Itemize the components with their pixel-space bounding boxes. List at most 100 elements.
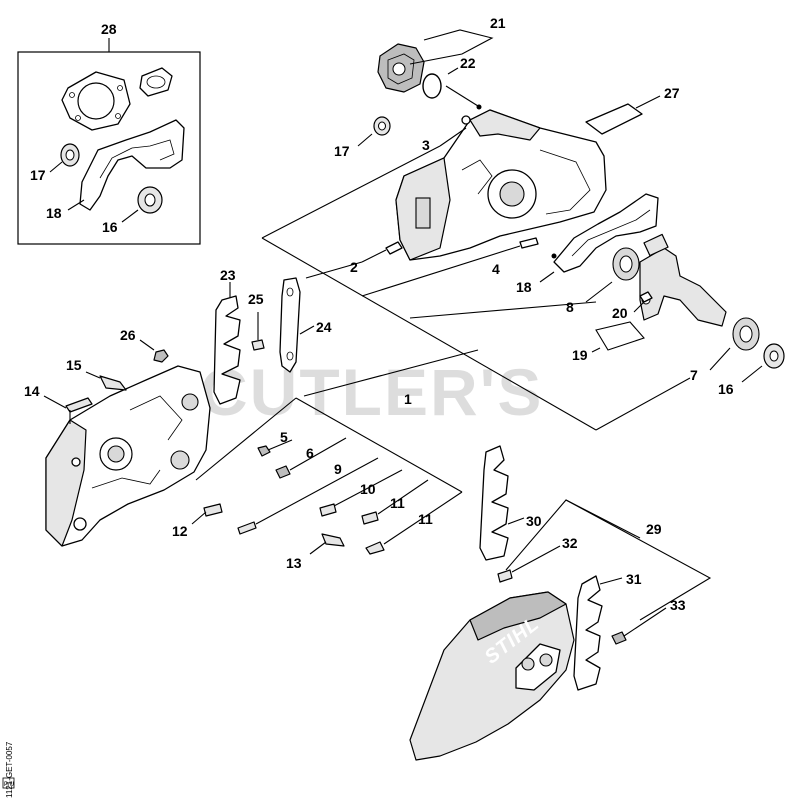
crankcase-1-rib bbox=[129, 395, 183, 441]
bearing-seat bbox=[499, 181, 525, 207]
crankcase-assembly: 18 bbox=[385, 109, 659, 295]
dowel-end bbox=[551, 253, 557, 259]
screw-11b bbox=[365, 541, 385, 555]
callout-4: 4 bbox=[492, 261, 500, 277]
screw-12 bbox=[203, 503, 223, 517]
gasket-inner bbox=[571, 209, 651, 257]
callout-21: 21 bbox=[490, 15, 506, 31]
leader-19-bracket bbox=[595, 321, 645, 351]
gasket-hole bbox=[115, 113, 121, 119]
leader-13 bbox=[309, 541, 327, 555]
callout-11a: 11 bbox=[390, 495, 405, 511]
leader-30 bbox=[507, 517, 525, 525]
pin-wire bbox=[445, 85, 479, 107]
callout-5: 5 bbox=[280, 429, 288, 445]
callout-32: 32 bbox=[562, 535, 578, 551]
bumper-spike-23 bbox=[213, 295, 241, 405]
crankshaft-19 bbox=[639, 247, 727, 327]
screw-11a bbox=[361, 511, 379, 525]
conrod-eye bbox=[643, 233, 669, 257]
callout-9: 9 bbox=[334, 461, 342, 477]
callout-24: 24 bbox=[316, 319, 332, 335]
leader-33 bbox=[623, 607, 667, 637]
leader-20 bbox=[633, 301, 645, 313]
crankcase-1-hole bbox=[71, 457, 81, 467]
callout-2: 2 bbox=[350, 259, 358, 275]
callout-12: 12 bbox=[172, 523, 188, 539]
cover-nut-seat bbox=[521, 657, 535, 671]
callout-30: 30 bbox=[526, 513, 542, 529]
drawing-code: 1121-GET-0057 bbox=[5, 741, 14, 798]
plate-hole bbox=[286, 351, 294, 361]
gasket-hole bbox=[117, 85, 123, 91]
leader-29 bbox=[565, 499, 641, 539]
leader-16-kit bbox=[121, 209, 139, 223]
screw-top bbox=[461, 115, 471, 125]
leader-3-line bbox=[261, 145, 441, 239]
oil-seal-17-bore bbox=[65, 149, 75, 161]
leader-6 bbox=[289, 437, 347, 471]
bearing-7-race bbox=[739, 325, 753, 343]
crankshaft-group: 19 20 8 7 16 bbox=[566, 233, 785, 397]
callout-17-kit: 17 bbox=[30, 167, 46, 183]
callout-13: 13 bbox=[286, 555, 302, 571]
muffler-gasket-port bbox=[146, 75, 166, 89]
leader-2 bbox=[361, 249, 387, 263]
crankcase-gasket-18-main bbox=[553, 193, 659, 273]
callout-10: 10 bbox=[360, 481, 376, 497]
screw-9 bbox=[237, 521, 257, 535]
fasteners-group: 5 6 9 10 11 11 12 13 bbox=[172, 397, 463, 571]
leader-8-line bbox=[409, 301, 597, 319]
leader-22 bbox=[447, 67, 459, 75]
callout-33: 33 bbox=[670, 597, 686, 613]
plate-hole bbox=[286, 287, 294, 297]
callout-15: 15 bbox=[66, 357, 82, 373]
pump-detail bbox=[387, 53, 415, 85]
leader-29-bracket bbox=[505, 499, 712, 621]
left-crankcase-assembly: 23 25 24 26 15 14 bbox=[24, 267, 332, 547]
leader-4-line bbox=[361, 245, 521, 297]
screw-15 bbox=[99, 375, 127, 391]
crankcase-1-hole bbox=[73, 517, 87, 531]
leader-18-kit bbox=[67, 199, 85, 211]
callout-18-kit: 18 bbox=[46, 205, 62, 221]
callout-3: 3 bbox=[422, 137, 430, 153]
dowel-4 bbox=[519, 237, 539, 249]
leader-bracket-diag bbox=[295, 397, 463, 493]
tensioner-14 bbox=[65, 397, 93, 413]
gasket-kit-group: 28 17 18 16 bbox=[17, 21, 201, 245]
leader-16-main bbox=[741, 365, 763, 383]
leader-10 bbox=[333, 469, 403, 507]
crankcase-1-boss bbox=[181, 393, 199, 411]
nut-33 bbox=[611, 631, 627, 645]
crankcase-1-rib bbox=[91, 469, 161, 489]
label-27 bbox=[585, 103, 643, 135]
crankcase-1-flange bbox=[45, 419, 87, 547]
leader-network-top: 3 2 4 1 bbox=[261, 127, 691, 431]
callout-11b: 11 bbox=[418, 511, 433, 527]
leader-31 bbox=[599, 577, 623, 585]
leader-main-right bbox=[595, 377, 691, 431]
screw-25 bbox=[251, 339, 265, 351]
leader-27 bbox=[635, 95, 661, 109]
upper-assembly: 21 22 27 17 bbox=[334, 15, 680, 159]
muffler-gasket bbox=[139, 67, 173, 97]
callout-26: 26 bbox=[120, 327, 136, 343]
leader-2-branch bbox=[305, 261, 363, 279]
callout-7: 7 bbox=[690, 367, 698, 383]
pin-end bbox=[476, 104, 482, 110]
callout-25: 25 bbox=[248, 291, 264, 307]
screw-32 bbox=[497, 569, 513, 583]
plate-24 bbox=[279, 277, 301, 373]
leader-17-kit bbox=[49, 161, 63, 173]
nut-26 bbox=[153, 349, 169, 363]
nut-6 bbox=[275, 465, 291, 479]
callout-31: 31 bbox=[626, 571, 642, 587]
leader-main-diagonal bbox=[261, 237, 597, 431]
callout-16-kit: 16 bbox=[102, 219, 118, 235]
crankcase-top-face bbox=[469, 109, 541, 141]
callout-16-main: 16 bbox=[718, 381, 734, 397]
leader-19 bbox=[591, 347, 601, 353]
screw-10 bbox=[319, 503, 337, 517]
